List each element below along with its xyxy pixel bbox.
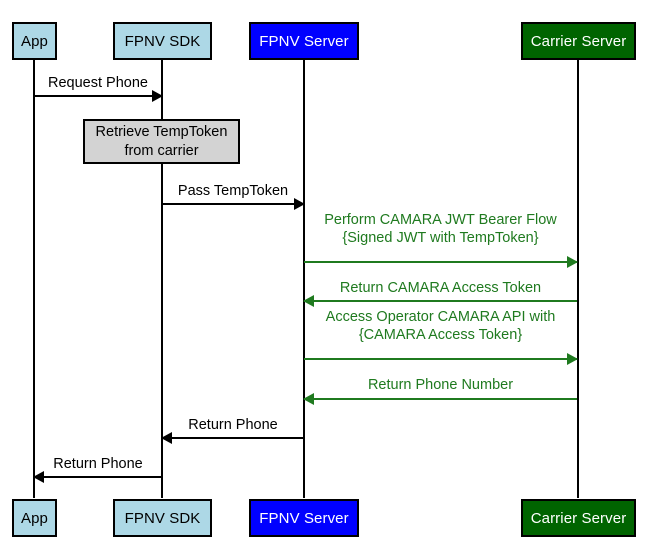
- arrow-shaft: [304, 398, 577, 400]
- participant-label: FPNV Server: [259, 509, 349, 527]
- arrow-shaft: [34, 476, 162, 478]
- message-label-return-phone-to-sdk: Return Phone: [188, 417, 278, 433]
- participant-app-top[interactable]: App: [12, 22, 57, 60]
- participant-label: FPNV Server: [259, 32, 349, 50]
- message-arrow-request-phone: [34, 90, 163, 102]
- arrow-shaft: [304, 261, 577, 263]
- arrow-head: [303, 295, 314, 307]
- participant-label: FPNV SDK: [124, 32, 201, 50]
- label-line-1: Access Operator CAMARA API with: [325, 309, 556, 325]
- note-line-1: Retrieve TempToken: [95, 124, 228, 141]
- participant-server-top[interactable]: FPNV Server: [249, 22, 359, 60]
- arrow-shaft: [162, 203, 304, 205]
- message-label-camara-jwt-bearer-flow: Perform CAMARA JWT Bearer Flow {Signed J…: [304, 211, 577, 247]
- message-arrow-access-operator-camara-api: [304, 353, 578, 365]
- message-label-return-phone-to-app: Return Phone: [53, 456, 143, 472]
- participant-label: App: [21, 32, 48, 50]
- arrow-head: [161, 432, 172, 444]
- label-line-1: Perform CAMARA JWT Bearer Flow: [324, 212, 557, 228]
- participant-carrier-top[interactable]: Carrier Server: [521, 22, 636, 60]
- message-arrow-return-phone-to-app: [33, 471, 162, 483]
- participant-server-bottom[interactable]: FPNV Server: [249, 499, 359, 537]
- arrow-head: [567, 353, 578, 365]
- lifeline-server: [303, 60, 305, 498]
- message-label-return-phone-number: Return Phone Number: [367, 377, 514, 393]
- label-line-2: {CAMARA Access Token}: [358, 327, 523, 344]
- label-line-2: {Signed JWT with TempToken}: [342, 230, 539, 247]
- message-label-pass-temptoken: Pass TempToken: [177, 183, 289, 199]
- participant-carrier-bottom[interactable]: Carrier Server: [521, 499, 636, 537]
- participant-app-bottom[interactable]: App: [12, 499, 57, 537]
- note-retrieve-temptoken: Retrieve TempToken from carrier: [83, 119, 240, 164]
- message-label-return-camara-access-token: Return CAMARA Access Token: [339, 280, 542, 296]
- message-arrow-return-phone-to-sdk: [161, 432, 304, 444]
- note-line-2: from carrier: [124, 142, 199, 159]
- participant-label: Carrier Server: [530, 32, 627, 50]
- participant-label: App: [21, 509, 48, 527]
- participant-sdk-top[interactable]: FPNV SDK: [113, 22, 212, 60]
- message-arrow-return-camara-access-token: [303, 295, 577, 307]
- arrow-shaft: [304, 358, 577, 360]
- participant-label: Carrier Server: [530, 509, 627, 527]
- arrow-head: [33, 471, 44, 483]
- lifeline-sdk: [161, 60, 163, 498]
- lifeline-app: [33, 60, 35, 498]
- message-label-access-operator-camara-api: Access Operator CAMARA API with {CAMARA …: [304, 308, 577, 344]
- participant-sdk-bottom[interactable]: FPNV SDK: [113, 499, 212, 537]
- participant-label: FPNV SDK: [124, 509, 201, 527]
- message-arrow-return-phone-number: [303, 393, 577, 405]
- arrow-head: [567, 256, 578, 268]
- arrow-shaft: [162, 437, 304, 439]
- arrow-shaft: [34, 95, 162, 97]
- arrow-head: [303, 393, 314, 405]
- message-label-request-phone: Request Phone: [48, 75, 148, 91]
- arrow-head: [294, 198, 305, 210]
- lifeline-carrier: [577, 60, 579, 498]
- arrow-shaft: [304, 300, 577, 302]
- arrow-head: [152, 90, 163, 102]
- message-arrow-pass-temptoken: [162, 198, 305, 210]
- message-arrow-camara-jwt-bearer-flow: [304, 256, 578, 268]
